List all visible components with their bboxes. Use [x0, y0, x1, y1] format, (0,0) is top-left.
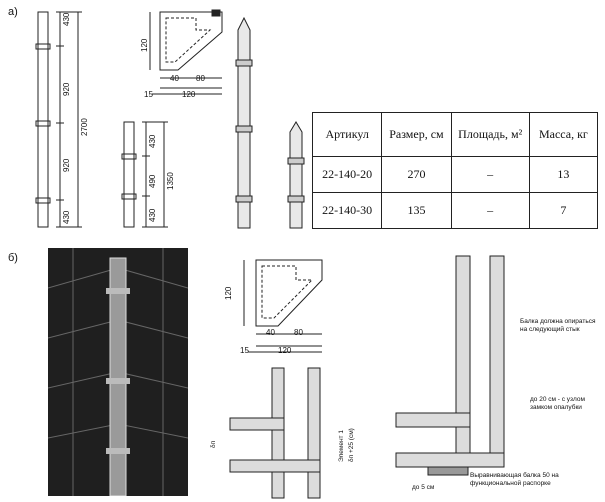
photo-illustration — [47, 248, 189, 497]
section-label-b: б) — [8, 252, 18, 264]
spec-cell-mass: 13 — [528, 156, 599, 193]
dim-tall-bot: 430 — [62, 210, 71, 224]
spec-cell-article: 22-140-30 — [311, 192, 383, 229]
dim-b-80: 80 — [294, 328, 303, 337]
note-upto5: до 5 см — [412, 484, 435, 491]
tall-post-drawing — [35, 11, 82, 228]
note-beam-rest: Балка должна опираться на следующий стык — [520, 318, 596, 333]
spec-header-size: Размер, см — [381, 112, 452, 157]
dim-tall-mid2: 920 — [62, 158, 71, 172]
dim-tall-total: 2700 — [80, 118, 89, 136]
section-a-drawings — [35, 9, 305, 229]
note-upto20: до 20 см - с узлом замком опалубки — [530, 396, 585, 411]
table-row: 22-140-20 270 – 13 — [311, 156, 599, 193]
spec-cell-area: – — [450, 192, 530, 229]
note-delta: δп — [210, 440, 217, 448]
tall-post-3d — [235, 16, 253, 229]
spec-table-header-row: Артикул Размер, см Площадь, м² Масса, кг — [311, 112, 599, 157]
dim-tall-mid1: 920 — [62, 82, 71, 96]
dim-short-mid: 490 — [148, 174, 157, 188]
dim-b-120: 120 — [278, 346, 292, 355]
wall-section-left — [229, 367, 321, 499]
note-beam-level: Выравнивающая балка 50 на функциональной… — [470, 472, 559, 487]
dim-tall-top: 430 — [62, 12, 71, 26]
dim-short-total: 1350 — [166, 172, 175, 190]
dim-corner-h: 120 — [140, 38, 149, 52]
dim-b-corner-h: 120 — [224, 286, 233, 300]
spec-cell-size: 135 — [381, 192, 452, 229]
corner-profile-drawing — [149, 9, 223, 95]
dim-corner-120: 120 — [182, 90, 196, 99]
spec-header-area: Площадь, м² — [450, 112, 530, 157]
spec-cell-article: 22-140-20 — [311, 156, 383, 193]
note-element: Элемент 1 — [338, 430, 345, 462]
spec-cell-area: – — [450, 156, 530, 193]
spec-cell-mass: 7 — [528, 192, 599, 229]
note-delta-formula: δп +25 (см) — [348, 428, 355, 462]
dim-short-top: 430 — [148, 134, 157, 148]
dim-short-bot: 430 — [148, 208, 157, 222]
corner-profile-b-drawing — [243, 259, 323, 353]
dim-b-15: 15 — [240, 346, 249, 355]
short-post-3d — [287, 121, 305, 229]
section-label-a: а) — [8, 6, 18, 18]
spec-header-mass: Масса, кг — [528, 112, 599, 157]
spec-header-article: Артикул — [311, 112, 383, 157]
corner-post-photo — [47, 248, 189, 497]
dim-corner-80: 80 — [196, 74, 205, 83]
short-post-drawing — [121, 121, 168, 228]
section-b-drawings — [229, 255, 505, 499]
table-row: 22-140-30 135 – 7 — [311, 192, 599, 229]
dim-b-40: 40 — [266, 328, 275, 337]
spec-table: Артикул Размер, см Площадь, м² Масса, кг… — [311, 112, 599, 229]
dim-corner-40: 40 — [170, 74, 179, 83]
spec-cell-size: 270 — [381, 156, 452, 193]
wall-section-right — [395, 255, 505, 476]
dim-corner-15: 15 — [144, 90, 153, 99]
